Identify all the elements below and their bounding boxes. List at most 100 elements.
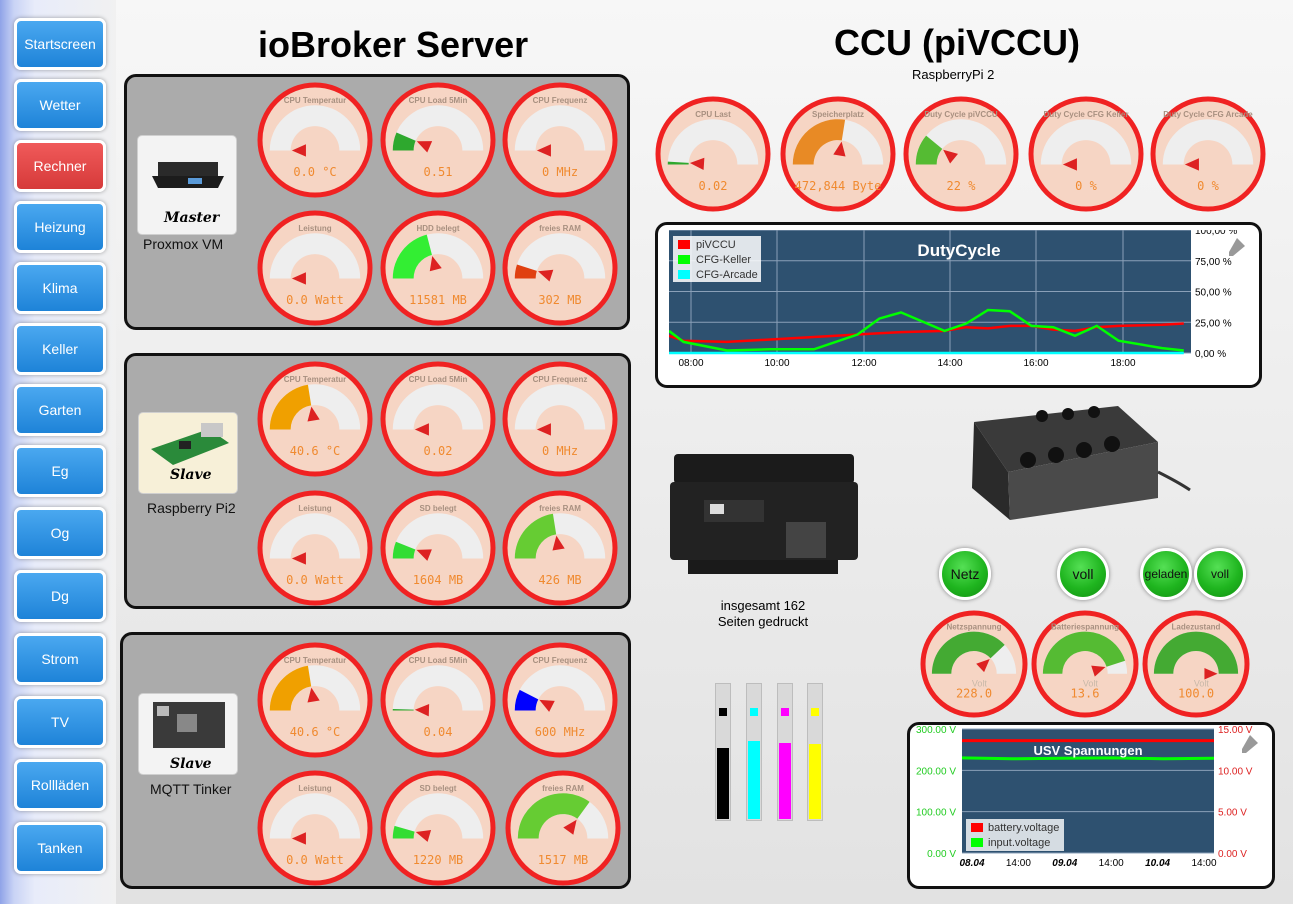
duty-xtick: 16:00 [1023, 358, 1048, 369]
gauge-value: 0.02 [424, 444, 453, 458]
gauge-value: 40.6 °C [290, 725, 341, 739]
nav-button-6[interactable]: Garten [14, 384, 106, 436]
gauge-value: 600 MHz [535, 725, 586, 739]
nav-button-2[interactable]: Rechner [14, 140, 106, 192]
gauge-server1-1: CPU Load 5Min 0.02 [380, 361, 496, 477]
gauge-label: CPU Frequenz [533, 656, 588, 665]
gauge-value: 0.0 Watt [286, 853, 344, 867]
ink-color-marker [719, 708, 727, 716]
nav-button-8[interactable]: Og [14, 507, 106, 559]
gauge-label: CPU Frequenz [533, 96, 588, 105]
duty-ytick: 75,00 % [1195, 257, 1232, 268]
duty-ytick: 50,00 % [1195, 288, 1232, 299]
gauge-value: 0.04 [424, 725, 453, 739]
gauge-label: Ladezustand [1172, 622, 1221, 631]
gauge-unit: Volt [1083, 679, 1099, 689]
nav-button-10[interactable]: Strom [14, 633, 106, 685]
gauge-label: freies RAM [539, 224, 581, 233]
duty-legend-label: CFG-Keller [696, 254, 751, 266]
duty-xtick: 10:00 [764, 358, 789, 369]
printer-line1: insgesamt 162 [720, 598, 806, 613]
duty-xtick: 08:00 [678, 358, 703, 369]
gauge-value: 302 MB [538, 293, 581, 307]
nav-button-5[interactable]: Keller [14, 323, 106, 375]
server-role-mqtt: Slave [170, 756, 212, 772]
duty-legend-swatch [678, 255, 690, 264]
ink-color-marker [781, 708, 789, 716]
nav-button-12[interactable]: Rollläden [14, 759, 106, 811]
gauge-value: 11581 MB [409, 293, 467, 307]
gauge-label: Leistung [298, 784, 331, 793]
duty-legend-label: piVCCU [696, 239, 736, 251]
gauge-unit: Volt [1194, 679, 1210, 689]
gauge-label: Netzspannung [946, 622, 1001, 631]
raspberry-board-icon [151, 423, 229, 465]
usv-ytick-left: 100.00 V [916, 808, 956, 819]
gauge-value: 0.0 Watt [286, 573, 344, 587]
gauge-server0-5: freies RAM 302 MB [502, 210, 618, 326]
duty-xtick: 14:00 [937, 358, 962, 369]
raspberry-device-image [138, 412, 238, 494]
nav-button-9[interactable]: Dg [14, 570, 106, 622]
gauge-value: 426 MB [538, 573, 581, 587]
gauge-label: Duty Cycle CFG Keller [1044, 110, 1129, 119]
ink-cartridge-cyan [746, 683, 762, 821]
usv-legend-label: battery.voltage [988, 822, 1059, 834]
nav-button-7[interactable]: Eg [14, 445, 106, 497]
usv-xtick: 08.04 [959, 858, 984, 869]
nav-button-4[interactable]: Klima [14, 262, 106, 314]
usv-xtick: 10.04 [1145, 858, 1170, 869]
gauge-value: 40.6 °C [290, 444, 341, 458]
usv-edit-icon[interactable] [1242, 735, 1258, 753]
usv-ytick-right: 15.00 V [1218, 725, 1253, 736]
gauge-label: CPU Temperatur [284, 96, 347, 105]
gauge-value: 1220 MB [413, 853, 464, 867]
duty-legend-label: CFG-Arcade [696, 269, 758, 281]
ups-battery-full-indicator: voll [1194, 548, 1246, 600]
usv-ytick-left: 300.00 V [916, 725, 956, 736]
usv-legend-swatch [971, 838, 983, 847]
usv-ytick-left: 200.00 V [916, 766, 956, 777]
nav-button-11[interactable]: TV [14, 696, 106, 748]
ink-color-marker [811, 708, 819, 716]
gauge-label: CPU Load 5Min [409, 375, 468, 384]
duty-xtick: 12:00 [851, 358, 876, 369]
usv-ytick-right: 10.00 V [1218, 766, 1253, 777]
nav-button-3[interactable]: Heizung [14, 201, 106, 253]
server-name-raspberry: Raspberry Pi2 [147, 500, 236, 516]
gauge-label: freies RAM [539, 504, 581, 513]
ink-color-marker [750, 708, 758, 716]
ups-power-strip-icon [972, 406, 1191, 520]
ink-fill-black [717, 748, 729, 819]
nav-button-13[interactable]: Tanken [14, 822, 106, 874]
server-role-raspberry: Slave [170, 467, 212, 483]
gauge-value: 22 % [947, 179, 977, 193]
gauge-value: 472,844 Byte [795, 179, 882, 193]
ink-cartridge-yellow [807, 683, 823, 821]
gauge-value: 0 % [1197, 179, 1219, 193]
usv-xtick: 14:00 [1099, 858, 1124, 869]
nav-button-0[interactable]: Startscreen [14, 18, 106, 70]
gauge-label: CPU Last [695, 110, 731, 119]
nav-button-1[interactable]: Wetter [14, 79, 106, 131]
duty-ytick: 100,00 % [1195, 230, 1237, 237]
usv-xtick: 14:00 [1191, 858, 1216, 869]
gauge-value: 1604 MB [413, 573, 464, 587]
gauge-unit: Volt [972, 679, 988, 689]
duty-edit-icon[interactable] [1229, 238, 1245, 256]
duty-chart-title: DutyCycle [917, 241, 1000, 260]
gauge-label: CPU Load 5Min [409, 96, 468, 105]
gauge-server2-2: CPU Frequenz 600 MHz [502, 642, 618, 758]
